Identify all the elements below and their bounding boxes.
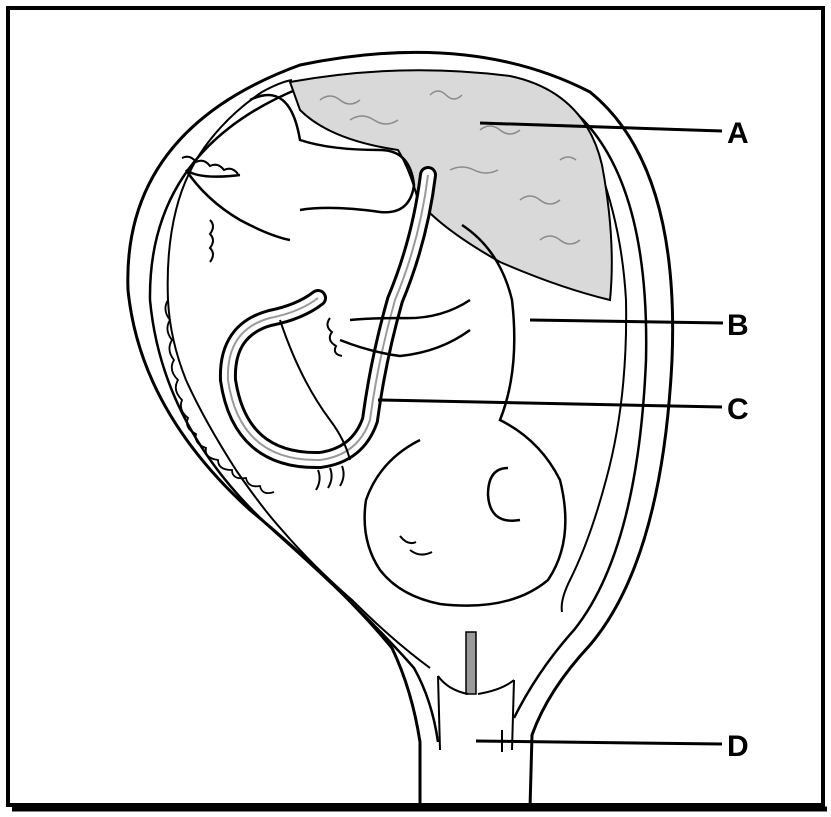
fetus-face [400,536,432,555]
label-c: C [727,393,749,426]
fetus-leg-bent [280,320,350,460]
fetus-hand [327,318,342,356]
label-d: D [727,730,749,763]
leader-line-b [530,320,723,323]
fetus-ear [488,468,520,521]
placenta [290,70,612,300]
fetus-foot-lower [210,220,213,262]
label-a: A [727,117,749,150]
label-b: B [727,309,749,342]
cervical-plug [466,632,476,694]
fetus-leg-lower [186,170,290,240]
fetus-foot-bottom [316,466,344,490]
fetus-arm [340,300,470,356]
